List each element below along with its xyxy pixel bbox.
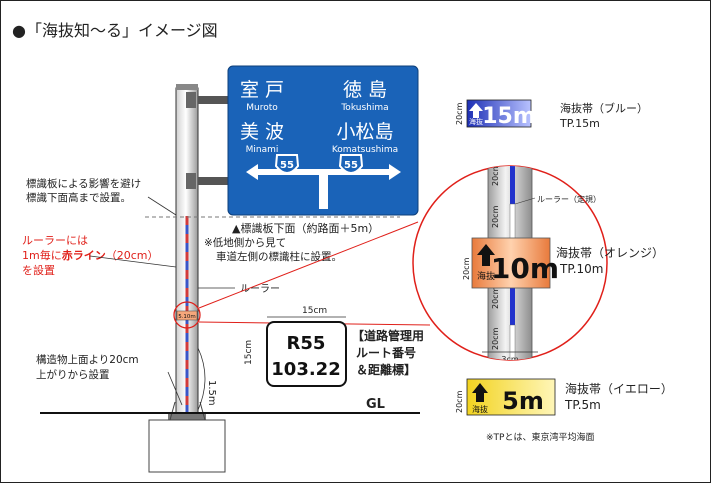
t-junction-icon xyxy=(319,169,328,209)
svg-text:20cm: 20cm xyxy=(455,102,464,125)
route-shield-left-icon xyxy=(274,154,300,174)
svg-text:20cm: 20cm xyxy=(491,327,500,350)
marker-height-label: 15cm xyxy=(244,340,254,365)
route-marker-plate xyxy=(266,321,347,387)
lowland-note-line1: ※低地側から見て xyxy=(204,236,286,249)
marker-width-label: 15cm xyxy=(302,306,327,316)
zoom-marker-circle xyxy=(173,301,201,329)
sign-muroto-roman: Muroto xyxy=(246,103,278,113)
red-line-note-1: ルーラーには xyxy=(22,234,88,247)
red-line-note-2: 1m毎に赤ライン（20cm） xyxy=(22,248,158,262)
avoid-note-line2: 標識下面高まで設置。 xyxy=(26,191,131,204)
road-sign: 室 戸 Muroto 徳 島 Tokushima 美 波 Minami 小松島 … xyxy=(227,65,419,216)
plate-5m: 20cm 海抜 5m 海抜帯（イエロー） TP.5m xyxy=(455,378,673,416)
right-arrow-icon xyxy=(342,164,401,180)
red-line-note-3: を設置 xyxy=(22,263,55,277)
route-marker-desc-1: 【道路管理用 xyxy=(352,328,424,343)
sign-komatsushima-roman: Komatsushima xyxy=(332,145,398,155)
svg-text:20cm: 20cm xyxy=(455,390,464,413)
svg-text:20cm: 20cm xyxy=(491,163,500,186)
tp-definition-note: ※TPとは、東京湾平均海面 xyxy=(486,431,594,443)
svg-text:20cm: 20cm xyxy=(491,205,500,228)
height-1-5m: 1.5m xyxy=(206,380,217,406)
sign-tokushima-roman: Tokushima xyxy=(340,103,388,113)
tp-5-label: TP.5m xyxy=(564,398,601,412)
up-arrow-icon xyxy=(477,244,495,266)
sign-minami: 美 波 xyxy=(240,121,284,143)
svg-text:15m: 15m xyxy=(482,104,536,129)
sign-muroto: 室 戸 xyxy=(240,79,284,101)
svg-text:20cm: 20cm xyxy=(491,286,500,309)
svg-text:5m: 5m xyxy=(502,387,544,415)
route-marker-desc-2: ルート番号 xyxy=(356,345,416,360)
pole-plate xyxy=(176,310,198,321)
band-orange-label: 海抜帯（オレンジ） xyxy=(556,245,664,260)
route-left-number: 55 xyxy=(280,160,294,171)
structure-note-line2: 上がりから設置 xyxy=(36,368,110,381)
route-shield-right-icon xyxy=(338,154,364,174)
zoom-ruler-label: ルーラー（定規） xyxy=(537,194,601,204)
route-marker-km: 103.22 xyxy=(271,359,340,380)
avoid-note-line1: 標識板による影響を避け xyxy=(26,177,141,190)
route-right-number: 55 xyxy=(344,160,358,171)
svg-text:海抜: 海抜 xyxy=(472,404,488,414)
svg-text:5.10m: 5.10m xyxy=(178,314,196,320)
sign-minami-roman: Minami xyxy=(246,145,279,155)
up-arrow-icon xyxy=(469,103,483,118)
sign-komatsushima: 小松島 xyxy=(336,121,393,143)
svg-text:20cm: 20cm xyxy=(462,257,471,280)
left-arrow-icon xyxy=(246,164,305,180)
tp-15-label: TP.15m xyxy=(559,117,600,130)
svg-text:10m: 10m xyxy=(491,252,559,285)
diagram-title: ●「海抜知〜る」イメージ図 xyxy=(12,21,218,40)
route-marker-route: R55 xyxy=(287,333,326,354)
band-yellow-label: 海抜帯（イエロー） xyxy=(565,381,673,396)
sign-board xyxy=(227,65,419,216)
svg-text:3cm: 3cm xyxy=(501,355,518,364)
ruler-label: ルーラー xyxy=(240,283,280,295)
structure-note-line1: 構造物上面より20cm xyxy=(36,353,139,366)
svg-text:海抜: 海抜 xyxy=(477,270,495,282)
zoom-line-top xyxy=(198,221,419,309)
lowland-note-line2: 車道左側の標識柱に設置。 xyxy=(216,250,342,263)
up-arrow-icon xyxy=(472,383,488,402)
sign-tokushima: 徳 島 xyxy=(343,79,387,101)
zoom-detail: 20cm 20cm 20cm 20cm 3cm ルーラー（定規） 20cm 海抜… xyxy=(412,163,608,364)
sign-caption: ▲標識板下面（約路面＋5m） xyxy=(232,221,379,235)
route-marker-desc-3: ＆距離標】 xyxy=(356,362,416,377)
svg-text:海抜: 海抜 xyxy=(469,117,483,126)
tp-10-label: TP.10m xyxy=(559,262,603,276)
gl-label: GL xyxy=(366,397,385,412)
band-blue-label: 海抜帯（ブルー） xyxy=(560,101,648,115)
plate-15m: 20cm 海抜 15m 海抜帯（ブルー） TP.15m xyxy=(455,99,648,130)
